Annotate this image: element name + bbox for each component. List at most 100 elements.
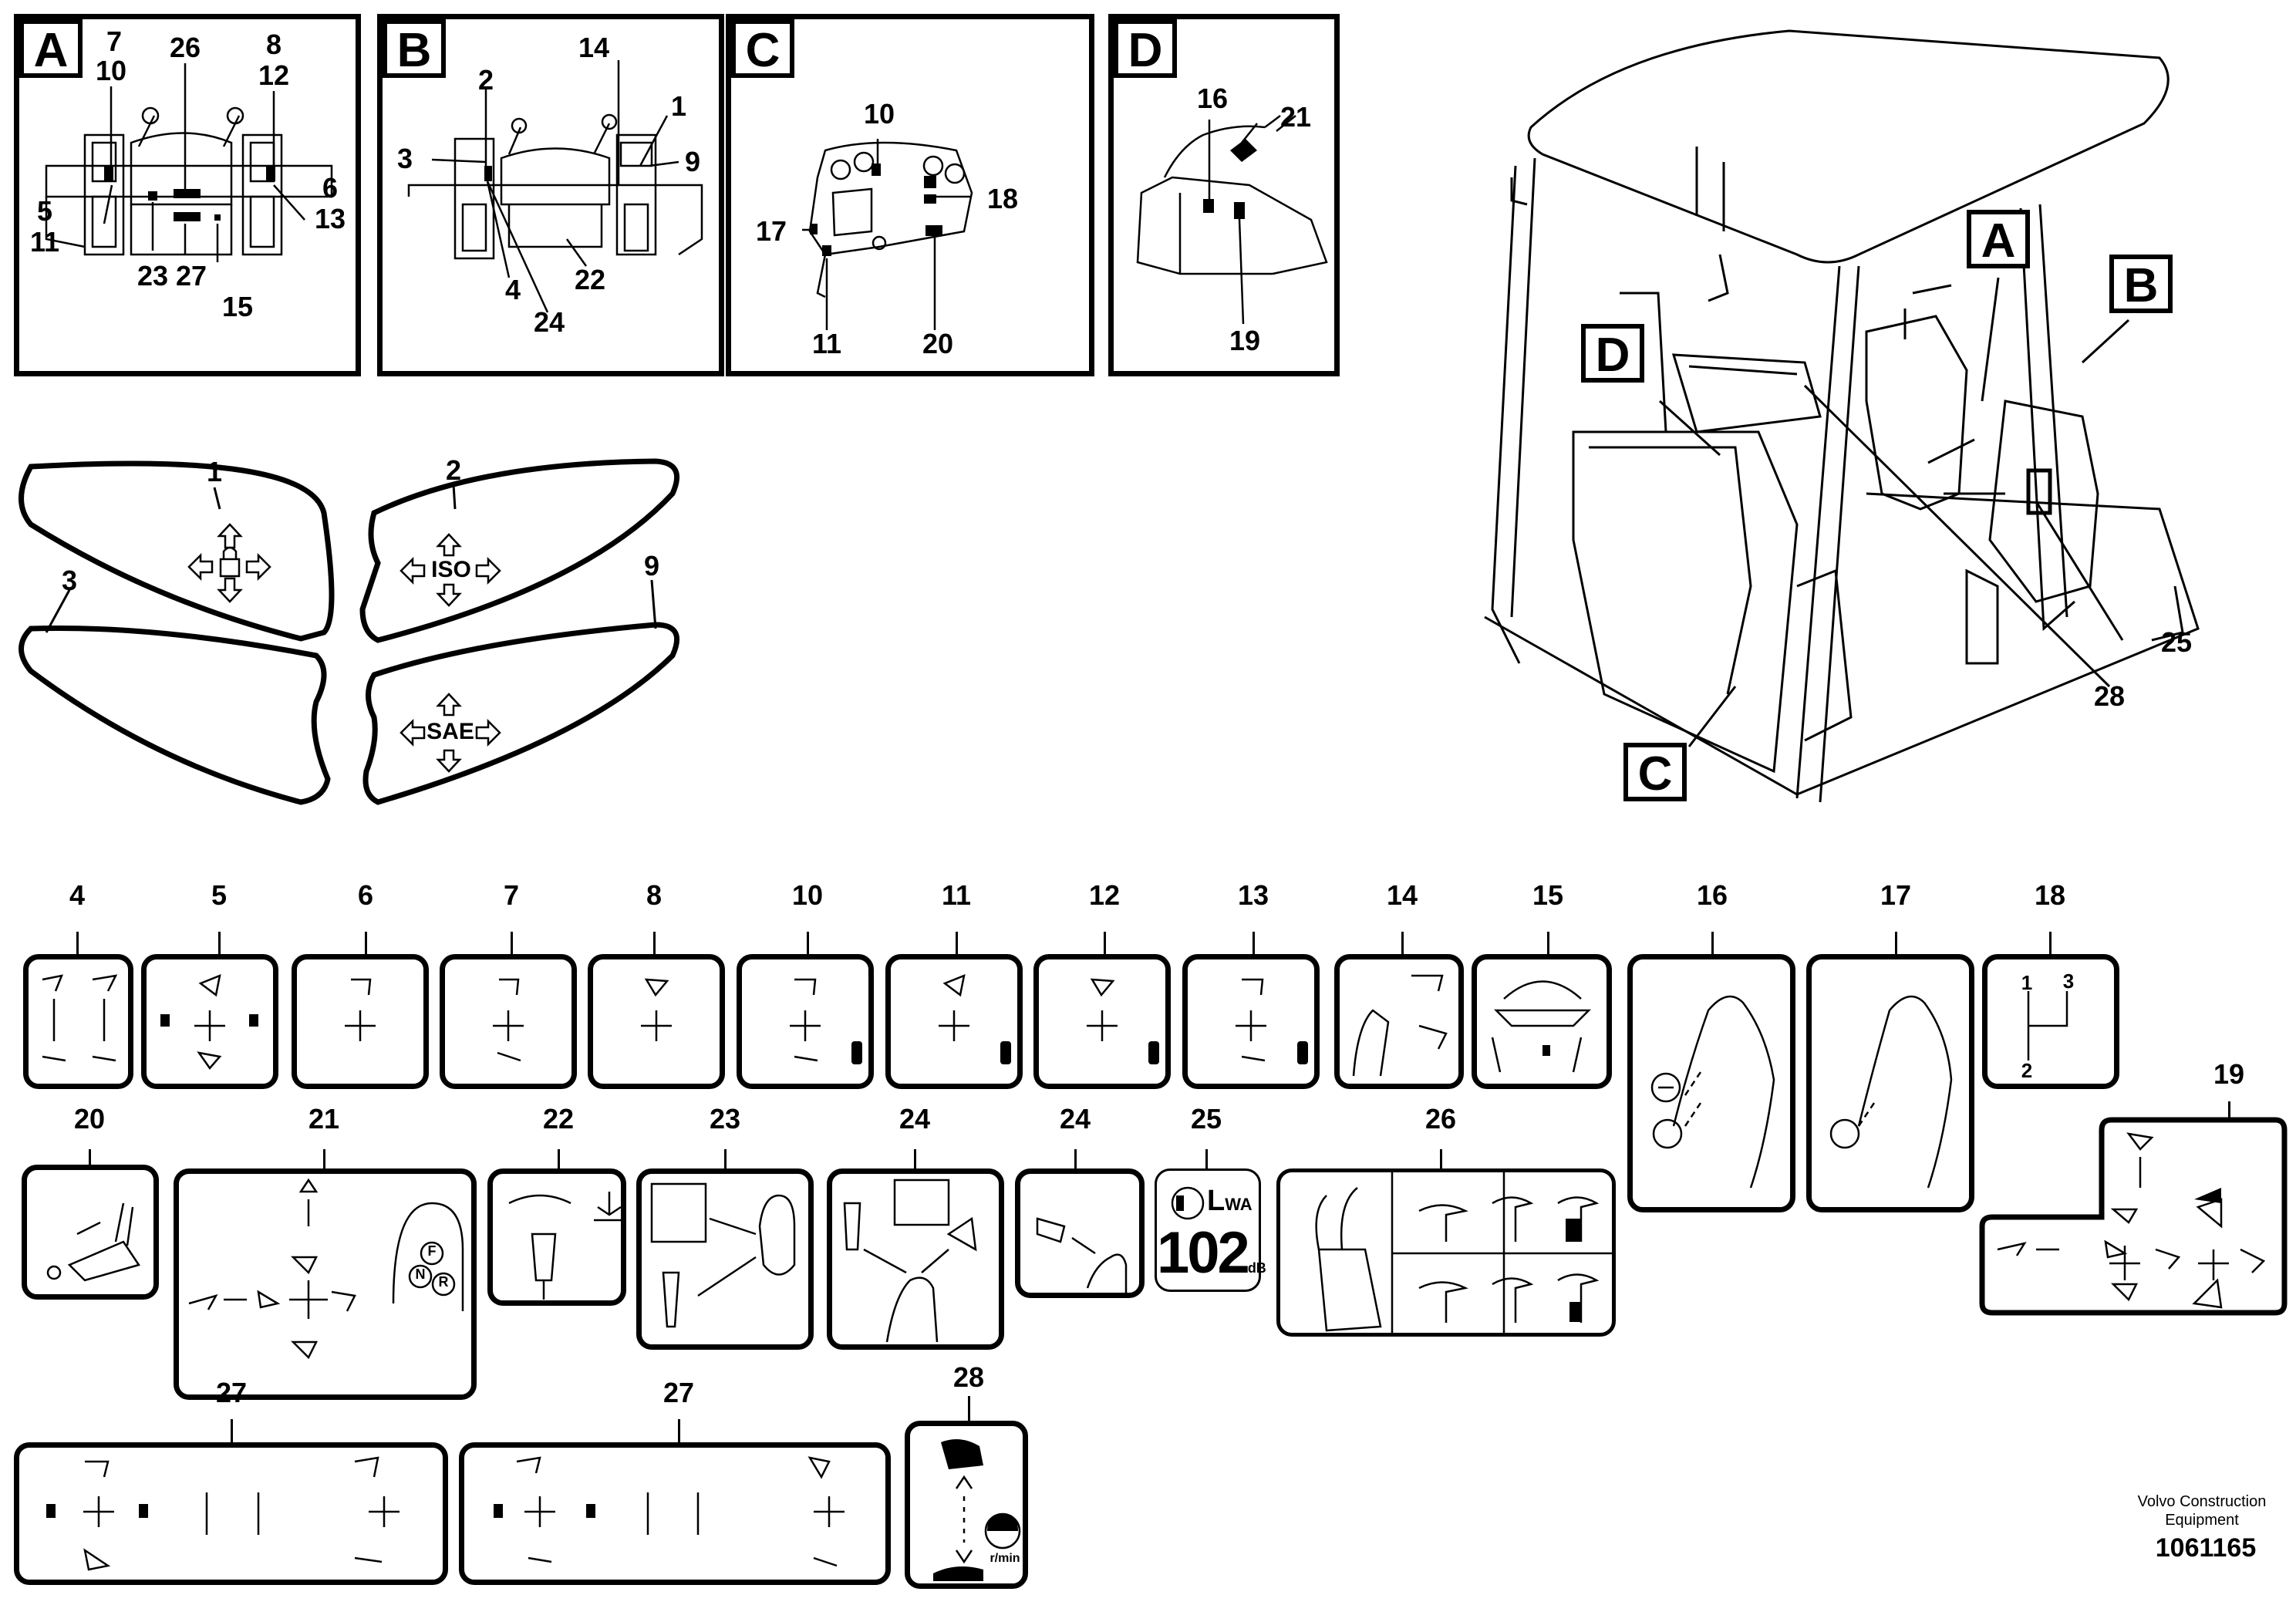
tick: [1074, 1149, 1077, 1169]
callout-a-10: 10: [95, 55, 127, 86]
callout-a-13: 13: [314, 203, 346, 234]
decal-3-outline: [19, 625, 331, 805]
label-25-value: 102dB: [1157, 1222, 1266, 1299]
view-c-letter: C: [731, 19, 794, 78]
tick: [914, 1149, 916, 1169]
label-19-number: 19: [2213, 1058, 2245, 1090]
label-17-box: [1806, 954, 1974, 1212]
overview-letter-d: D: [1581, 324, 1644, 383]
label-25-number: 25: [1190, 1103, 1222, 1135]
callout-a-12: 12: [258, 59, 290, 91]
callout-c-20: 20: [922, 328, 954, 359]
callout-b-14: 14: [578, 32, 610, 63]
callout-a-15: 15: [221, 291, 254, 322]
tick: [2228, 1101, 2230, 1120]
label-8-number: 8: [646, 879, 663, 911]
tick: [1104, 932, 1106, 955]
callout-a-8: 8: [265, 29, 282, 60]
tick: [1711, 932, 1714, 955]
decal-9-outline: [362, 622, 680, 805]
decal-9-sae-text: SAE: [426, 719, 474, 744]
label-7-number: 7: [503, 879, 520, 911]
label-21-box: [174, 1168, 477, 1400]
view-d-letter: D: [1114, 19, 1177, 78]
label-24a-box: [827, 1168, 1004, 1350]
label-14-box: [1334, 954, 1464, 1089]
callout-d-21: 21: [1279, 101, 1312, 133]
callout-a-6: 6: [322, 172, 339, 204]
callout-b-3: 3: [396, 143, 413, 174]
tick: [2049, 932, 2052, 955]
label-5-number: 5: [211, 879, 228, 911]
decal-1-number: 1: [206, 456, 223, 487]
label-25-lwa-sub: WA: [1225, 1195, 1253, 1214]
label-27b-box: [459, 1442, 891, 1585]
callout-a-11: 11: [29, 226, 60, 258]
tick: [1440, 1149, 1442, 1169]
callout-c-11: 11: [811, 328, 842, 359]
view-a-letter: A: [19, 19, 83, 78]
overview-letter-c: C: [1623, 743, 1687, 801]
label-13-number: 13: [1237, 879, 1269, 911]
view-b-letter: B: [383, 19, 446, 78]
label-16-box: [1627, 954, 1795, 1212]
label-18-terminal-1: 1: [2021, 971, 2033, 994]
decal-1-outline: [19, 460, 335, 642]
tick: [558, 1149, 560, 1169]
callout-b-1: 1: [670, 90, 687, 122]
tick: [218, 932, 221, 955]
decal-2-number: 2: [445, 454, 462, 486]
callout-d-16: 16: [1196, 83, 1229, 114]
callout-a-23: 23: [137, 260, 169, 292]
label-15-number: 15: [1532, 879, 1564, 911]
tick: [76, 932, 79, 955]
overview-callout-28: 28: [2093, 680, 2126, 712]
label-18-box: [1982, 954, 2119, 1089]
tick: [1205, 1149, 1208, 1169]
tick: [956, 932, 958, 955]
callout-c-18: 18: [986, 183, 1019, 214]
tick: [323, 1149, 325, 1169]
label-11-number: 11: [941, 879, 972, 911]
label-21-number: 21: [308, 1103, 340, 1135]
decal-3-number: 3: [61, 565, 78, 596]
label-26-number: 26: [1424, 1103, 1457, 1135]
label-23-number: 23: [709, 1103, 741, 1135]
label-21-gear-n: N: [415, 1266, 426, 1282]
tick: [231, 1419, 233, 1442]
decal-9-number: 9: [643, 550, 660, 582]
label-27b-number: 27: [663, 1377, 695, 1408]
callout-d-19: 19: [1229, 325, 1261, 356]
label-15-box: [1472, 954, 1612, 1089]
label-27a-number: 27: [215, 1377, 248, 1408]
label-28-number: 28: [952, 1361, 985, 1393]
label-21-gear-f: F: [427, 1243, 437, 1259]
label-10-number: 10: [791, 879, 824, 911]
label-6-number: 6: [357, 879, 374, 911]
callout-a-5: 5: [36, 195, 53, 227]
tick: [1401, 932, 1404, 955]
label-14-number: 14: [1386, 879, 1418, 911]
tick: [1895, 932, 1897, 955]
label-24a-number: 24: [899, 1103, 931, 1135]
callout-c-17: 17: [755, 215, 787, 247]
tick: [807, 932, 809, 955]
decal-2-iso-text: ISO: [431, 557, 471, 582]
label-18-terminal-2: 2: [2021, 1059, 2033, 1082]
decal-2-outline: [359, 458, 680, 643]
label-25-box: [1155, 1168, 1261, 1292]
callout-a-26: 26: [169, 32, 201, 63]
callout-c-10: 10: [863, 98, 895, 130]
overview-callout-25: 25: [2160, 626, 2193, 658]
callout-a-7: 7: [106, 25, 123, 57]
